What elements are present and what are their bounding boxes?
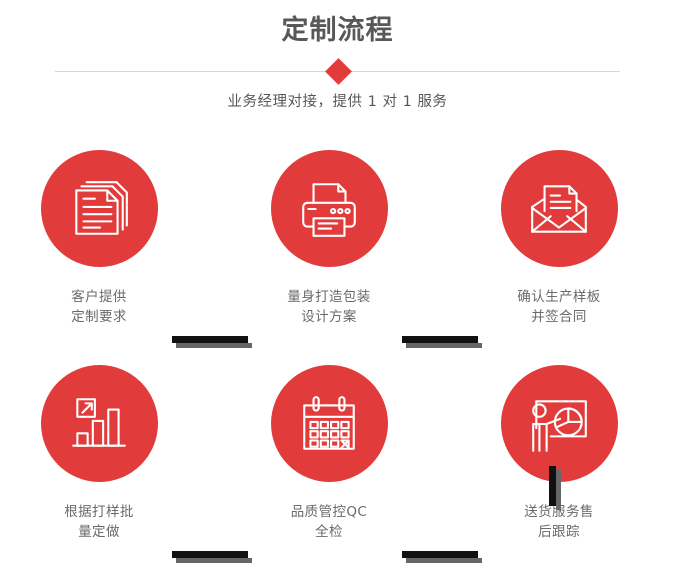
connector-bar: [402, 336, 478, 343]
process-flow: 客户提供 定制要求 量身打造包装 设计方案: [0, 130, 675, 563]
connector-shadow: [176, 558, 252, 563]
flow-step-5[interactable]: 品质管控QC 全检: [239, 365, 419, 542]
page-title: 定制流程: [281, 15, 394, 46]
connector-step3-step6: [549, 466, 561, 510]
presentation-pie-chart-icon: [526, 391, 592, 457]
flow-step-1[interactable]: 客户提供 定制要求: [9, 150, 189, 327]
flow-step-3-caption: 确认生产样板 并签合同: [517, 289, 601, 325]
flow-step-2[interactable]: 量身打造包装 设计方案: [239, 150, 419, 327]
connector-shadow: [176, 343, 252, 348]
connector-shadow: [556, 470, 561, 510]
envelope-document-icon: [526, 176, 592, 242]
flow-step-3[interactable]: 确认生产样板 并签合同: [469, 150, 649, 327]
connector-shadow: [406, 558, 482, 563]
flow-step-6[interactable]: 送货服务售 后跟踪: [469, 365, 649, 542]
documents-stack-icon: [66, 176, 132, 242]
flow-step-1-caption: 客户提供 定制要求: [71, 289, 127, 325]
flow-step-6-caption: 送货服务售 后跟踪: [524, 504, 594, 540]
flow-step-4-icon-circle: [40, 365, 158, 482]
flow-step-4-caption: 根据打样批 量定做: [64, 504, 134, 540]
flow-step-2-caption: 量身打造包装 设计方案: [287, 289, 371, 325]
flow-step-4[interactable]: 根据打样批 量定做: [9, 365, 189, 542]
connector-bar: [172, 336, 248, 343]
page-header: 定制流程 业务经理对接，提供 1 对 1 服务: [0, 0, 675, 130]
flow-step-2-icon-circle: [270, 150, 388, 267]
connector-bar: [172, 551, 248, 558]
connector-bar: [402, 551, 478, 558]
connector-bar: [549, 466, 556, 506]
connector-step5-step6: [402, 551, 482, 563]
printer-icon: [296, 176, 362, 242]
flow-step-6-icon-circle: [500, 365, 618, 482]
connector-step1-step2: [172, 336, 252, 348]
calendar-check-icon: [296, 391, 362, 457]
page-subtitle: 业务经理对接，提供 1 对 1 服务: [227, 94, 448, 110]
connector-step2-step3: [402, 336, 482, 348]
bar-chart-growth-icon: [66, 391, 132, 457]
flow-step-5-caption: 品质管控QC 全检: [290, 504, 368, 540]
connector-shadow: [406, 343, 482, 348]
flow-step-3-icon-circle: [500, 150, 618, 267]
connector-step4-step5: [172, 551, 252, 563]
flow-step-1-icon-circle: [40, 150, 158, 267]
flow-step-5-icon-circle: [270, 365, 388, 482]
diamond-icon: [325, 58, 352, 85]
